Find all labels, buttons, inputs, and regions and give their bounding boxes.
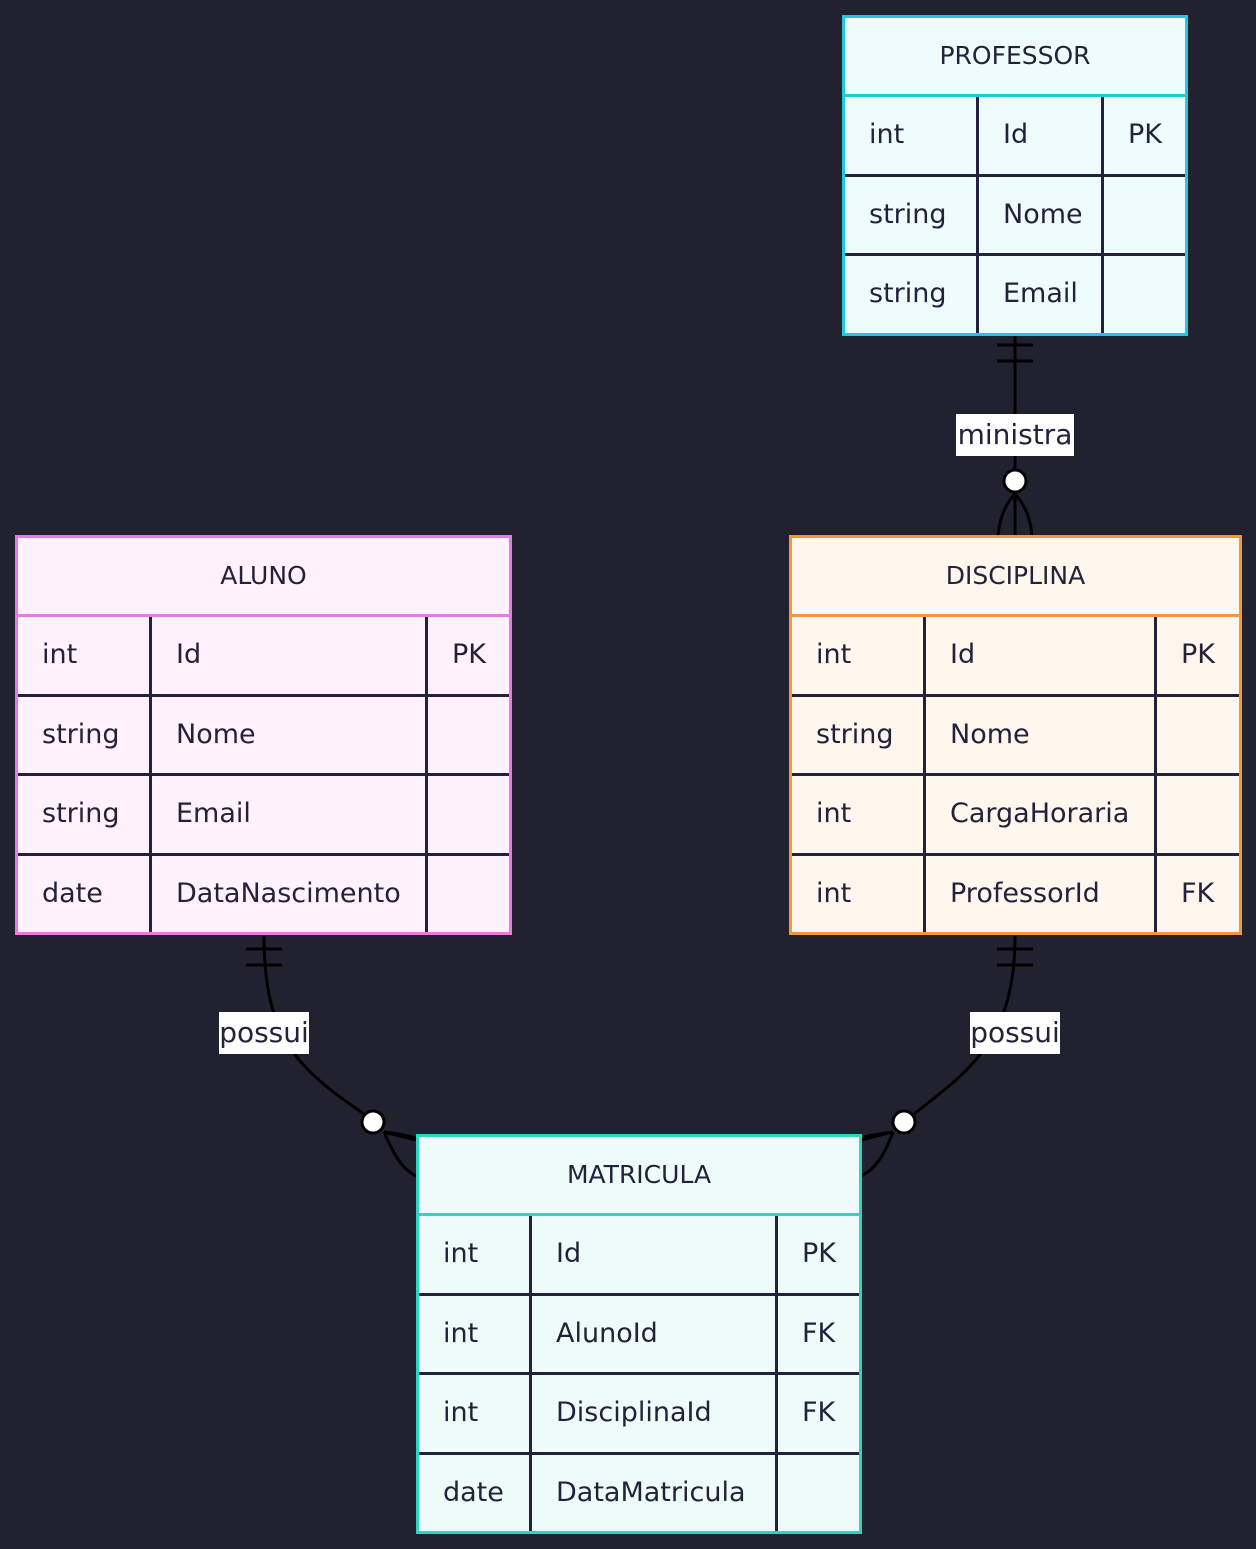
attribute-type: int [419, 1216, 532, 1293]
attribute-name: ProfessorId [926, 855, 1157, 932]
attribute-name: DataNascimento [152, 855, 428, 932]
attribute-name: DataMatricula [532, 1454, 778, 1531]
relationship-label-ministra: ministra [956, 414, 1074, 456]
attribute-key: PK [1128, 119, 1162, 150]
attribute-name: Nome [926, 696, 1157, 773]
attribute-type: int [792, 776, 926, 853]
attribute-key: FK [802, 1317, 836, 1349]
attribute-key: PK [452, 639, 486, 670]
attribute-type: int [18, 617, 152, 694]
attribute-type: int [419, 1295, 532, 1372]
attribute-key [428, 776, 509, 853]
attribute-name: DisciplinaId [532, 1375, 778, 1452]
attribute-key: FK [1181, 877, 1215, 909]
attribute-name: Email [979, 256, 1104, 333]
attribute-type: int [792, 855, 926, 932]
attribute-name: Id [532, 1216, 778, 1293]
attribute-key: FK [802, 1397, 836, 1428]
attribute-key [428, 856, 509, 933]
attribute-key [778, 1455, 859, 1532]
entity-title: PROFESSOR [845, 18, 1185, 97]
relationship-label-disciplina-possui: possui [970, 1012, 1060, 1054]
attribute-name: Id [979, 97, 1104, 174]
attribute-type: int [419, 1375, 532, 1452]
attribute-name: AlunoId [532, 1295, 778, 1372]
attribute-name: Id [926, 617, 1157, 694]
attribute-type: string [18, 696, 152, 773]
attribute-type: string [18, 776, 152, 853]
attribute-key [1157, 776, 1239, 853]
attribute-type: string [845, 256, 979, 333]
attribute-key: PK [802, 1238, 836, 1269]
attribute-type: string [792, 696, 926, 773]
attribute-key [1157, 697, 1239, 774]
attribute-name: Nome [152, 696, 428, 773]
attribute-name: Id [152, 617, 428, 694]
attribute-key: PK [1181, 639, 1215, 670]
attribute-type: date [18, 855, 152, 932]
attribute-type: int [845, 97, 979, 174]
attribute-name: CargaHoraria [926, 776, 1157, 853]
attribute-type: date [419, 1454, 532, 1531]
attribute-type: string [845, 176, 979, 253]
attribute-key [428, 697, 509, 774]
attribute-type: int [792, 617, 926, 694]
entity-title: MATRICULA [419, 1137, 859, 1216]
attribute-name: Nome [979, 176, 1104, 253]
rel-line-aluno-matricula [246, 935, 417, 1178]
entity-title: DISCIPLINA [792, 538, 1239, 617]
attribute-name: Email [152, 776, 428, 853]
attribute-key [1104, 256, 1185, 333]
rel-line-disciplina-matricula [860, 935, 1033, 1178]
entity-title: ALUNO [18, 538, 509, 617]
relationship-label-aluno-possui: possui [219, 1012, 309, 1054]
attribute-key [1104, 177, 1185, 254]
